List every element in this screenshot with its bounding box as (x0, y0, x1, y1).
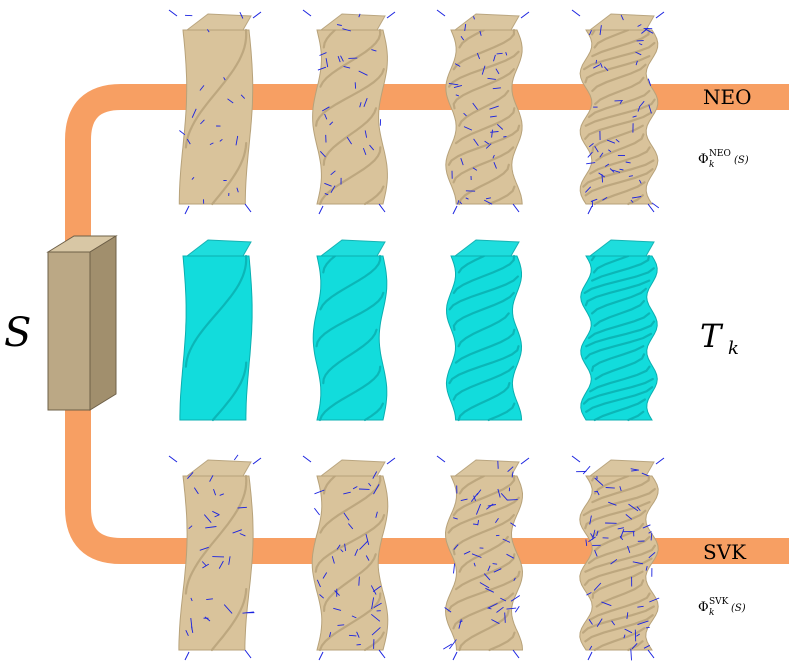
band-bottom (65, 398, 789, 564)
bar-svk-4 (571, 455, 665, 661)
phi-svk-sub: k (709, 608, 714, 618)
target-label: T k (700, 317, 739, 359)
target-label-main: T (700, 317, 724, 355)
source-label: S (4, 310, 31, 356)
neo-label: NEO (703, 85, 752, 109)
bar-target-2 (312, 239, 388, 422)
bar-neo-3 (436, 9, 530, 215)
phi-neo-arg: (S) (734, 155, 749, 166)
phi-neo-sup: NEO (709, 149, 731, 159)
phi-neo-sub: k (709, 160, 714, 170)
phi-svk-main: Φ (698, 600, 709, 615)
target-label-sub: k (728, 338, 739, 359)
bar-target-4 (580, 239, 658, 422)
phi-svk-sup: SVK (709, 597, 729, 607)
source-box (46, 235, 118, 411)
svk-label: SVK (703, 540, 747, 564)
bar-neo-2 (302, 9, 396, 215)
bar-target-1 (179, 239, 253, 422)
twisted-bars (168, 9, 665, 661)
phi-svk-arg: (S) (731, 603, 746, 614)
bar-svk-1 (168, 454, 262, 661)
phi-neo-main: Φ (698, 152, 709, 167)
bar-svk-2 (302, 455, 396, 661)
phi-neo-label: Φ NEO k (S) (698, 149, 749, 170)
bar-neo-4 (571, 9, 665, 215)
bar-neo-1 (168, 9, 262, 215)
bar-target-3 (445, 239, 523, 422)
phi-svk-label: Φ SVK k (S) (698, 597, 746, 618)
bar-svk-3 (436, 455, 530, 661)
band-top (65, 84, 789, 302)
